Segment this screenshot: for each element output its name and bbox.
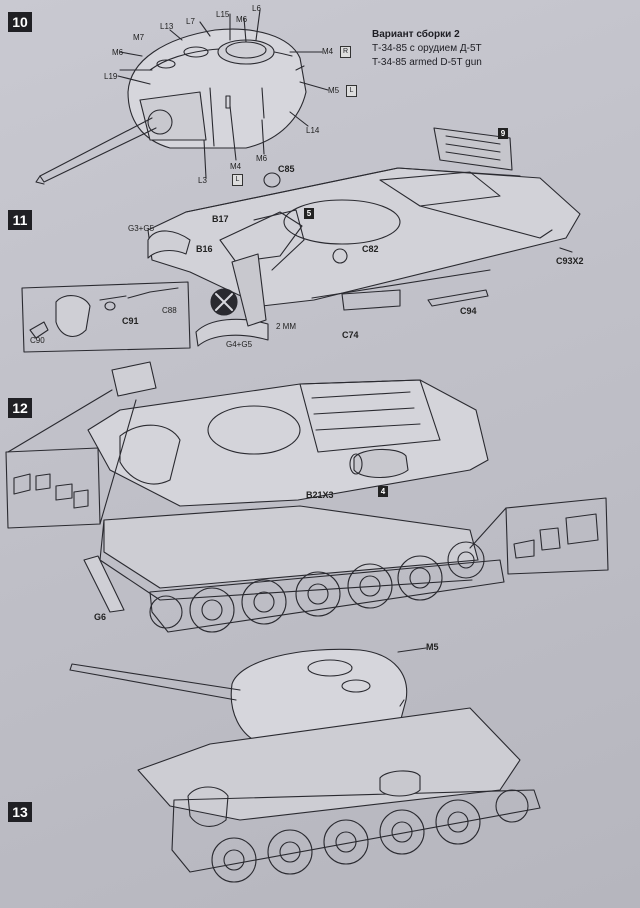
thickness-label: 2 MM — [276, 322, 296, 331]
right-side-ref-icon: R — [340, 46, 351, 58]
sprue-badge: 5 — [304, 208, 314, 219]
part-label: L3 — [198, 176, 207, 185]
part-label: G6 — [94, 612, 107, 622]
part-label: C91 — [122, 316, 139, 326]
part-label: C82 — [362, 244, 379, 254]
part-label: B21X3 — [306, 490, 334, 500]
step-number-10: 10 — [8, 12, 32, 32]
part-label: C74 — [342, 330, 359, 340]
step11-hull-top-drawing — [21, 127, 581, 353]
part-label: L13 — [160, 22, 174, 31]
part-label: M6 — [112, 48, 124, 57]
part-label: C94 — [460, 306, 477, 316]
step-number-12: 12 — [8, 398, 32, 418]
part-label: B16 — [196, 244, 213, 254]
step10-turret-drawing — [35, 9, 329, 185]
part-label: L14 — [306, 126, 320, 135]
step-number-11: 11 — [8, 210, 32, 230]
part-label: C88 — [162, 306, 177, 315]
step13-tank-drawing — [69, 647, 541, 883]
part-label: L6 — [252, 4, 261, 13]
part-label: M4 — [322, 47, 334, 56]
part-label: L15 — [216, 10, 230, 19]
variant-note: Вариант сборки 2 Т-34-85 с орудием Д-5Т … — [372, 28, 482, 70]
part-label: L7 — [186, 17, 195, 26]
left-side-ref-icon: L — [232, 174, 243, 186]
variant-line-en: T-34-85 armed D-5T gun — [372, 57, 482, 68]
sprue-badge: 9 — [498, 128, 508, 139]
part-label: M6 — [256, 154, 268, 163]
part-label: L19 — [104, 72, 118, 81]
part-label: C85 — [278, 164, 295, 174]
variant-line-ru: Т-34-85 с орудием Д-5Т — [372, 43, 482, 54]
part-label: G4+G5 — [226, 340, 253, 349]
part-label: M6 — [236, 15, 248, 24]
part-label: M5 — [328, 86, 340, 95]
part-label: B17 — [212, 214, 229, 224]
step12-hull-drawing — [5, 361, 609, 633]
part-label: M5 — [426, 642, 439, 652]
part-label: C90 — [30, 336, 45, 345]
step-number-13: 13 — [8, 802, 32, 822]
sprue-badge: 4 — [378, 486, 388, 497]
part-label: C93X2 — [556, 256, 584, 266]
part-label: M7 — [133, 33, 145, 42]
variant-title: Вариант сборки 2 — [372, 29, 460, 40]
left-side-ref-icon: L — [346, 85, 357, 97]
part-label: M4 — [230, 162, 242, 171]
part-label: G3+G5 — [128, 224, 155, 233]
